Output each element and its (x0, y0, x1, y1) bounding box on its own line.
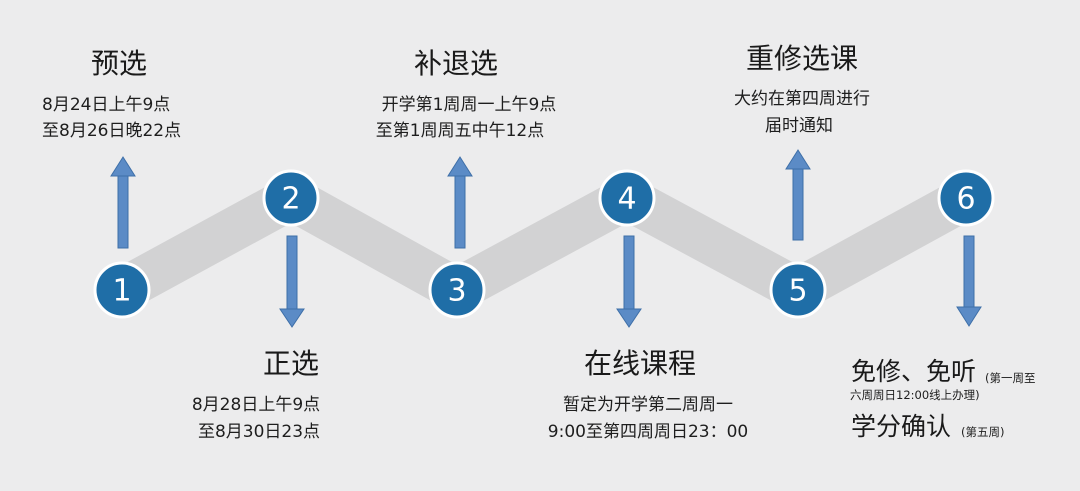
step-6-note-a-1: (第一周至 (985, 371, 1036, 385)
step-number-6: 6 (956, 182, 975, 217)
step-6-title-b: 学分确认 (851, 412, 952, 441)
step-number-2: 2 (281, 182, 300, 217)
step-6-title-a: 免修、免听 (851, 357, 977, 386)
step-4-title: 在线课程 (583, 347, 697, 380)
step-3-line-2: 至第1周周五中午12点 (375, 121, 545, 141)
step-4-line-1: 暂定为开学第二周周一 (563, 395, 733, 415)
step-node-1: 1 (93, 261, 151, 319)
step-3-line-1: 开学第1周周一上午9点 (381, 95, 557, 115)
step-number-1: 1 (112, 274, 131, 309)
step-1-line-1: 8月24日上午9点 (42, 95, 171, 115)
arrow-down-2 (279, 235, 305, 328)
step-5-title: 重修选课 (745, 42, 859, 75)
step-3-title: 补退选 (413, 47, 499, 80)
step-node-6: 6 (937, 169, 995, 227)
step-number-4: 4 (617, 182, 636, 217)
step-number-5: 5 (788, 274, 807, 309)
step-4-line-2: 9:00至第四周周日23：00 (547, 422, 749, 442)
arrow-down-6 (956, 235, 982, 327)
step-node-5: 5 (769, 261, 827, 319)
step-node-3: 3 (428, 261, 486, 319)
arrow-up-5 (785, 149, 811, 241)
arrow-up-3 (447, 156, 473, 249)
step-number-3: 3 (447, 274, 466, 309)
step-6-note-a-2: 六周周日12:00线上办理) (850, 388, 980, 402)
arrow-up-1 (110, 156, 136, 249)
step-5-line-1: 大约在第四周进行 (734, 89, 870, 109)
step-2-line-1: 8月28日上午9点 (191, 395, 321, 415)
step-5-line-2: 届时通知 (765, 116, 833, 136)
step-6-note-b: (第五周) (961, 425, 1005, 439)
arrow-down-4 (616, 235, 642, 328)
step-2-line-2: 至8月30日23点 (197, 422, 321, 442)
zigzag-band (111, 172, 977, 316)
step-1-line-2: 至8月26日晚22点 (42, 121, 182, 141)
step-node-4: 4 (598, 169, 656, 227)
step-2-title: 正选 (262, 347, 320, 380)
step-node-2: 2 (262, 169, 320, 227)
step-1-title: 预选 (90, 47, 148, 80)
